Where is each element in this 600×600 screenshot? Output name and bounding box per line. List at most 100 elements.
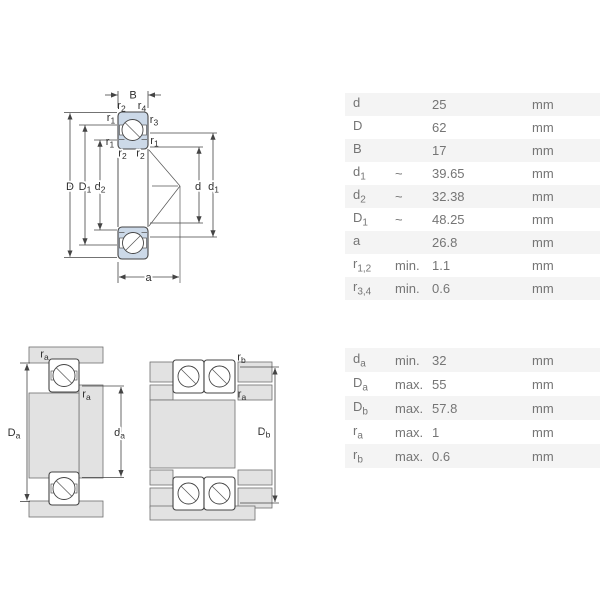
- shaft-and-housing: [28, 346, 273, 521]
- dimension-symbol: ra: [353, 422, 363, 442]
- qualifier: max.: [395, 424, 424, 440]
- dimension-symbol: rb: [353, 446, 363, 466]
- value: 62: [432, 120, 447, 135]
- bore-lines: [117, 149, 149, 227]
- unit: mm: [532, 189, 554, 204]
- qualifier: ~: [395, 212, 403, 227]
- value: 1.1: [432, 258, 451, 273]
- label-a: a: [145, 272, 152, 284]
- spec-row: D1 ~48.25 mm: [345, 208, 600, 231]
- label-r4-top-right: r4: [138, 100, 147, 114]
- value: 55: [432, 376, 447, 392]
- abutment-dimensions-table: da min. 32 mm Da max. 55 mm Db max. 57.8 mm ra max…: [345, 348, 600, 468]
- label-r2-bottom-right: r2: [136, 148, 145, 162]
- unit: mm: [532, 448, 554, 464]
- label-r3-upper-right: r3: [150, 114, 159, 128]
- qualifier: max.: [395, 400, 424, 416]
- unit: mm: [532, 166, 554, 181]
- label-d: d: [195, 181, 201, 193]
- qualifier: min.: [395, 281, 420, 296]
- spec-row: d2 ~32.38 mm: [345, 185, 600, 208]
- dimension-symbol: da: [353, 350, 366, 370]
- value: 32.38: [432, 189, 465, 204]
- spec-row: Da max. 55 mm: [345, 372, 600, 396]
- dimension-symbol: a: [353, 233, 361, 249]
- label-D1: D1: [79, 181, 92, 195]
- value: 32: [432, 352, 447, 368]
- value: 0.6: [432, 448, 451, 464]
- bearing-left-arrangement: [48, 358, 80, 506]
- label-da: da: [114, 427, 125, 441]
- value: 17: [432, 143, 447, 158]
- dimension-symbol: B: [353, 141, 362, 157]
- dimension-symbol: Da: [353, 374, 368, 394]
- label-ra-shaft: ra: [82, 389, 91, 403]
- label-r1-lower-left: r1: [106, 136, 115, 150]
- unit: mm: [532, 281, 554, 296]
- unit: mm: [532, 400, 554, 416]
- spec-row: Db max. 57.8 mm: [345, 396, 600, 420]
- label-D: D: [66, 181, 74, 193]
- label-rb: rb: [237, 352, 246, 366]
- contact-angle-lines: [148, 149, 181, 283]
- bearing-lower-section: [117, 226, 149, 260]
- dimension-symbol: r3,4: [353, 279, 372, 298]
- unit: mm: [532, 97, 554, 112]
- unit: mm: [532, 143, 554, 158]
- dimension-lines-bottom: [20, 362, 279, 504]
- dimension-symbol: d2: [353, 187, 366, 206]
- qualifier: max.: [395, 448, 424, 464]
- value: 1: [432, 424, 440, 440]
- label-Da: Da: [8, 427, 21, 441]
- unit: mm: [532, 235, 554, 250]
- value: 0.6: [432, 281, 451, 296]
- qualifier: ~: [395, 189, 403, 204]
- unit: mm: [532, 258, 554, 273]
- value: 25: [432, 97, 447, 112]
- value: 39.65: [432, 166, 465, 181]
- label-r2-bottom-left: r2: [118, 148, 127, 162]
- spec-row: r3,4 min. 0.6 mm: [345, 277, 600, 300]
- qualifier: max.: [395, 376, 424, 392]
- qualifier: min.: [395, 352, 420, 368]
- value: 26.8: [432, 235, 458, 250]
- unit: mm: [532, 424, 554, 440]
- dimension-symbol: D: [353, 118, 363, 134]
- spec-row: a 26.8 mm: [345, 231, 600, 254]
- spec-row: r1,2 min. 1.1 mm: [345, 254, 600, 277]
- unit: mm: [532, 120, 554, 135]
- value: 57.8: [432, 400, 458, 416]
- bearing-upper-section: [117, 111, 149, 150]
- spec-row: d 25 mm: [345, 93, 600, 116]
- qualifier: ~: [395, 166, 403, 181]
- label-r1-lower-right: r1: [150, 135, 159, 149]
- label-r2-top-left: r2: [117, 100, 126, 114]
- mounting-dimensions-drawing: ra ra Da da rb ra Db: [8, 346, 279, 521]
- label-d2: d2: [95, 181, 106, 195]
- dimension-symbol: d: [353, 95, 361, 111]
- dimension-symbol: D1: [353, 210, 368, 229]
- qualifier: min.: [395, 258, 420, 273]
- unit: mm: [532, 212, 554, 227]
- bearing-cross-section-drawing: B r2 r4 r1 r3 r1 r1 r2 r2 D D1 d2 d d1 a: [64, 90, 221, 286]
- label-B: B: [129, 90, 136, 102]
- dimension-lines: [64, 91, 217, 283]
- label-d1: d1: [208, 181, 219, 195]
- label-Db: Db: [258, 426, 271, 440]
- label-r1-upper-left: r1: [107, 112, 116, 126]
- spec-row: rb max. 0.6 mm: [345, 444, 600, 468]
- value: 48.25: [432, 212, 465, 227]
- dimension-symbol: Db: [353, 398, 368, 418]
- unit: mm: [532, 376, 554, 392]
- spec-row: ra max. 1 mm: [345, 420, 600, 444]
- dimension-symbol: r1,2: [353, 256, 372, 275]
- label-ra-right: ra: [238, 389, 247, 403]
- spec-row: D 62 mm: [345, 116, 600, 139]
- unit: mm: [532, 352, 554, 368]
- bearing-right-arrangement: [172, 359, 236, 511]
- spec-row: da min. 32 mm: [345, 348, 600, 372]
- spec-row: B 17 mm: [345, 139, 600, 162]
